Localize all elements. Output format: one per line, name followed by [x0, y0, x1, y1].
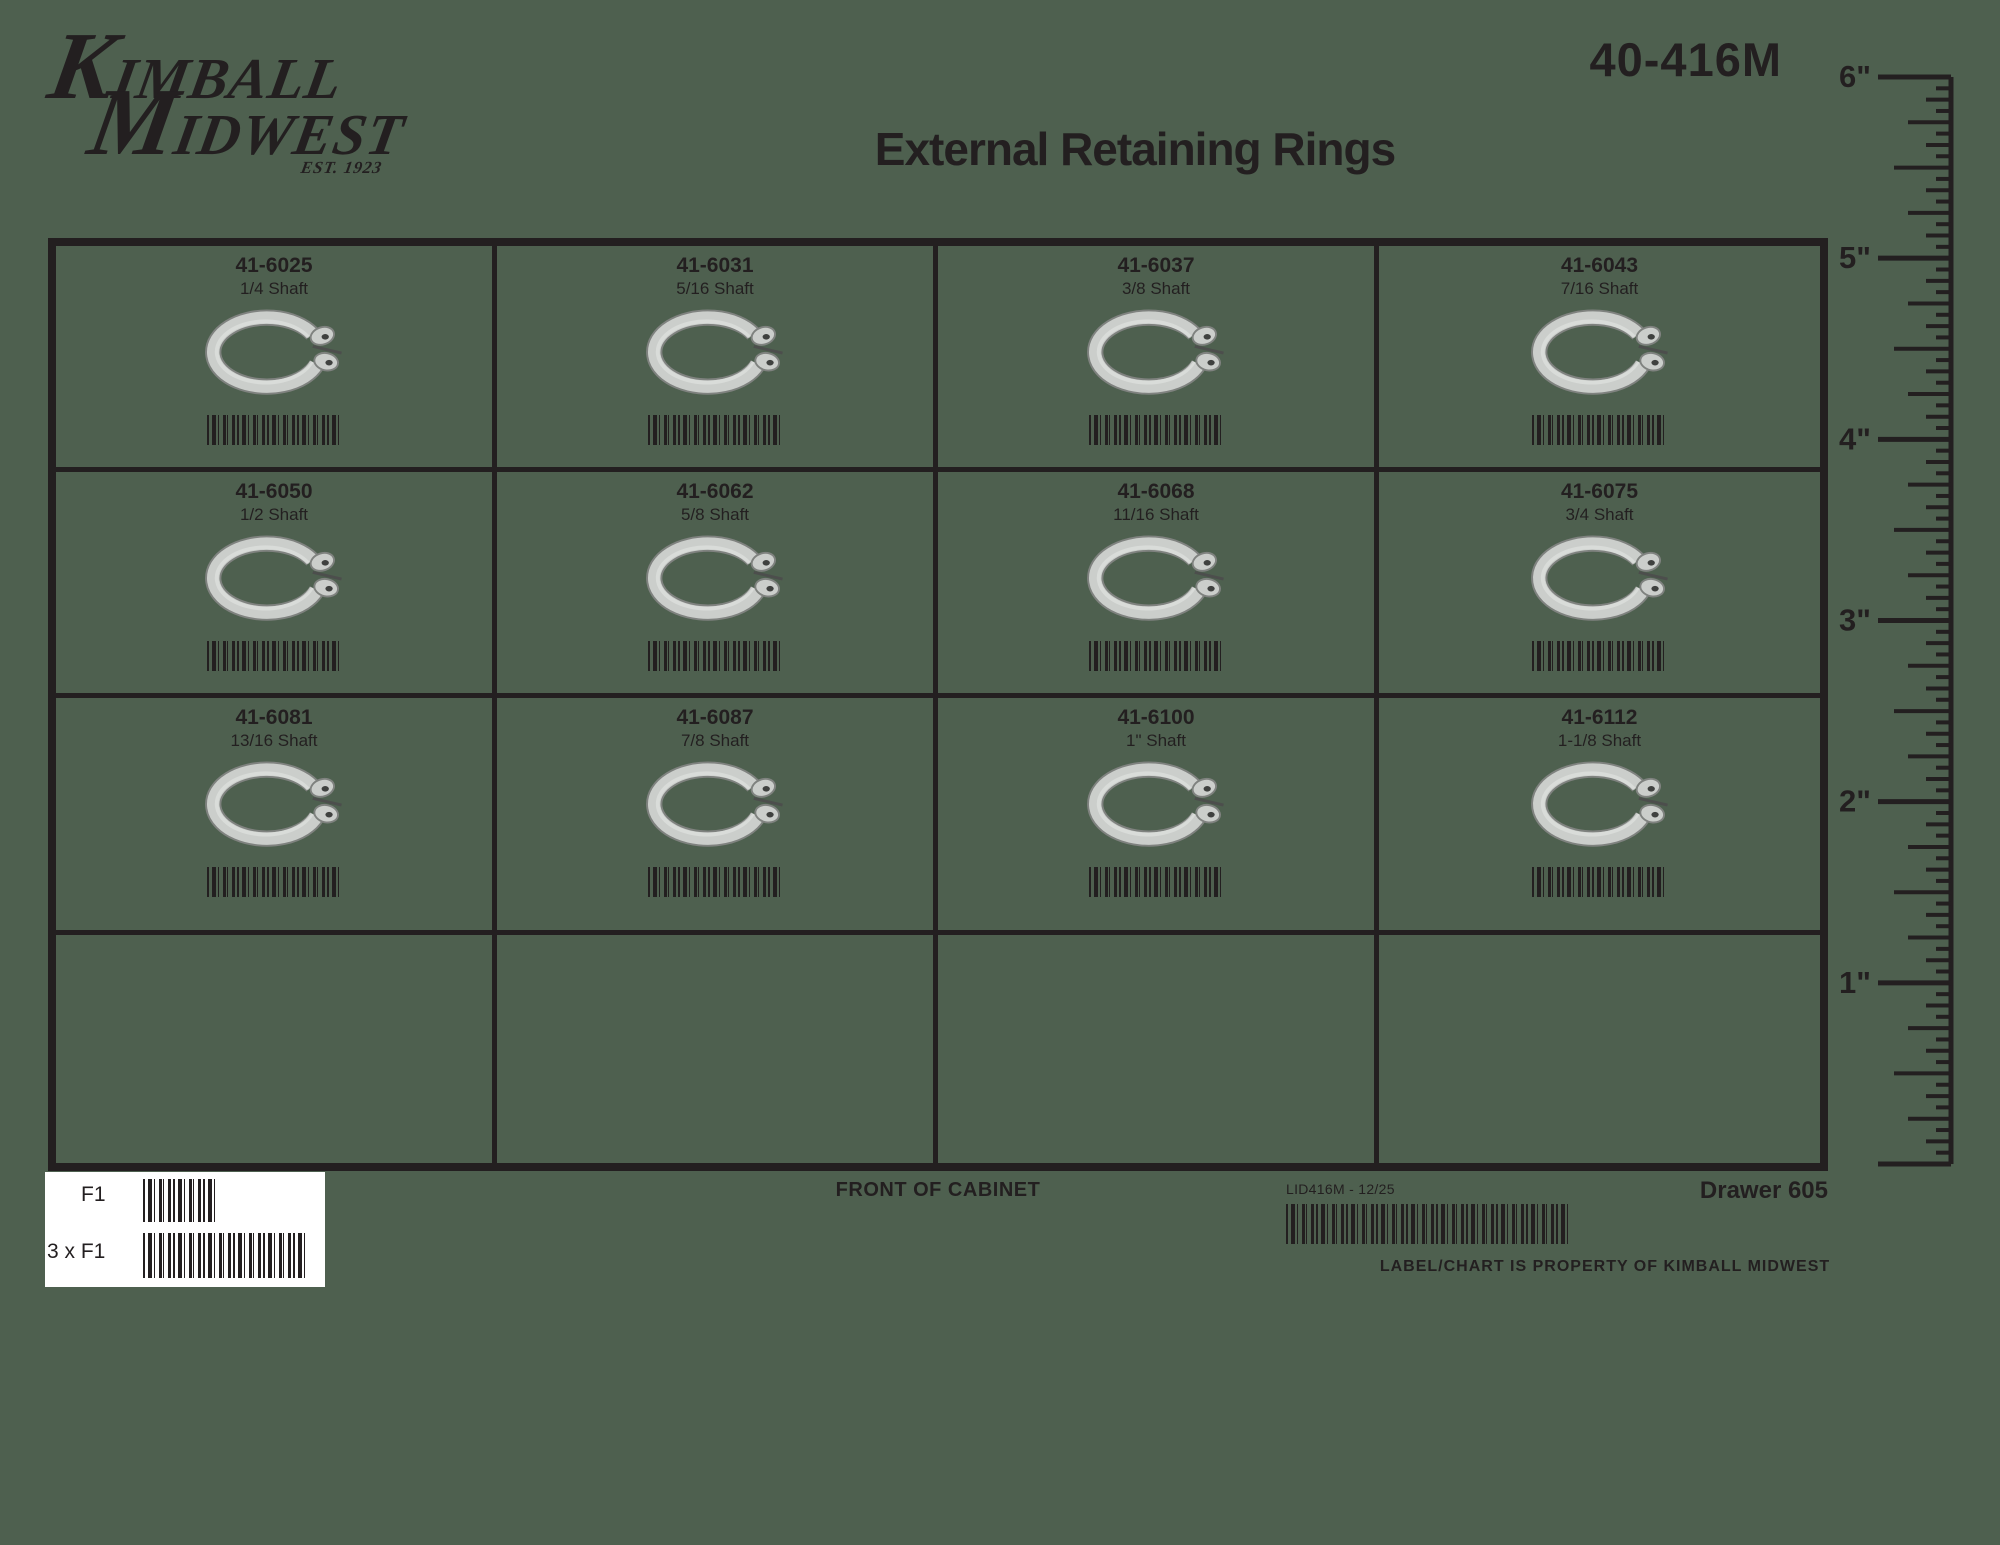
- lid-barcode: [1286, 1204, 1569, 1244]
- shaft-size: 5/8 Shaft: [680, 505, 750, 525]
- part-number: 41-6037: [1117, 254, 1195, 277]
- svg-text:5": 5": [1839, 240, 1871, 275]
- barcode: [1532, 414, 1667, 445]
- part-number: 41-6050: [235, 480, 313, 503]
- shaft-size: 5/16 Shaft: [676, 279, 754, 299]
- shaft-size: 7/8 Shaft: [680, 731, 750, 751]
- shaft-size: 11/16 Shaft: [1113, 505, 1199, 525]
- bin-cell: 41-6068 11/16 Shaft: [938, 472, 1379, 698]
- barcode: [206, 640, 342, 671]
- svg-text:4": 4": [1839, 421, 1871, 456]
- part-number: 41-6062: [676, 480, 754, 503]
- logo-est-1923: EST. 1923: [299, 158, 384, 177]
- barcode: [1532, 640, 1667, 671]
- shaft-size: 3/8 Shaft: [1121, 279, 1191, 299]
- retaining-ring-image: [1077, 759, 1235, 855]
- part-number: 41-6087: [676, 706, 754, 729]
- empty-bin-cell: [497, 935, 938, 1163]
- part-number: 41-6112: [1561, 706, 1638, 729]
- part-number: 41-6068: [1117, 480, 1195, 503]
- kimball-midwest-logo: KIMBALL MIDWEST EST. 1923: [33, 12, 425, 177]
- lid-code-label: LID416M - 12/25: [1286, 1181, 1395, 1197]
- empty-bin-cell: [56, 935, 497, 1163]
- bin-cell: 41-6025 1/4 Shaft: [56, 246, 497, 472]
- shaft-size: 1/2 Shaft: [239, 505, 309, 525]
- shaft-size: 1" Shaft: [1126, 731, 1186, 751]
- shaft-size: 1-1/8 Shaft: [1557, 731, 1642, 751]
- svg-text:6": 6": [1839, 59, 1871, 94]
- empty-bin-cell: [1379, 935, 1820, 1163]
- barcode: [1088, 640, 1224, 671]
- bin-cell: 41-6087 7/8 Shaft: [497, 698, 938, 935]
- retaining-ring-image: [636, 533, 794, 629]
- retaining-ring-image: [1521, 307, 1679, 403]
- barcode: [206, 414, 342, 445]
- bin-cell: 41-6081 13/16 Shaft: [56, 698, 497, 935]
- barcode: [1088, 414, 1224, 445]
- retaining-ring-image: [1521, 759, 1679, 855]
- property-notice: LABEL/CHART IS PROPERTY OF KIMBALL MIDWE…: [1379, 1258, 1831, 1275]
- barcode: [647, 414, 783, 445]
- bin-cell: 41-6075 3/4 Shaft: [1379, 472, 1820, 698]
- front-of-cabinet-label: FRONT OF CABINET: [835, 1179, 1041, 1201]
- drawer-number-label: Drawer 605: [1699, 1177, 1828, 1204]
- barcode: [647, 640, 783, 671]
- part-number: 41-6043: [1560, 254, 1639, 277]
- bin-cell: 41-6100 1" Shaft: [938, 698, 1379, 935]
- shaft-size: 13/16 Shaft: [230, 731, 318, 751]
- retaining-ring-image: [1077, 533, 1235, 629]
- bin-cell: 41-6043 7/16 Shaft: [1379, 246, 1820, 472]
- svg-text:1": 1": [1839, 965, 1871, 1000]
- retaining-ring-image: [636, 307, 794, 403]
- f1-barcode: [143, 1179, 219, 1222]
- part-number: 41-6075: [1560, 480, 1639, 503]
- bin-cell: 41-6031 5/16 Shaft: [497, 246, 938, 472]
- retaining-ring-image: [1521, 533, 1679, 629]
- page-title: External Retaining Rings: [874, 123, 1396, 175]
- shaft-size: 1/4 Shaft: [239, 279, 309, 299]
- bin-cell: 41-6112 1-1/8 Shaft: [1379, 698, 1820, 935]
- bin-cell: 41-6050 1/2 Shaft: [56, 472, 497, 698]
- logo-line-midwest: MIDWEST: [82, 68, 415, 175]
- barcode: [1532, 866, 1667, 897]
- part-number: 41-6025: [235, 254, 313, 277]
- part-number: 41-6031: [676, 254, 754, 277]
- f1-label: F1: [81, 1183, 106, 1206]
- part-number: 41-6081: [235, 706, 313, 729]
- svg-text:3": 3": [1839, 603, 1871, 638]
- bin-cell: 41-6037 3/8 Shaft: [938, 246, 1379, 472]
- barcode: [1088, 866, 1224, 897]
- f1-barcode-box: F1 3 x F1: [45, 1172, 325, 1287]
- barcode: [647, 866, 783, 897]
- bin-cell: 41-6062 5/8 Shaft: [497, 472, 938, 698]
- f1-quantity-barcode: [143, 1233, 309, 1278]
- retaining-ring-image: [195, 533, 353, 629]
- retaining-ring-image: [1077, 307, 1235, 403]
- assortment-part-number: 40-416M: [1589, 33, 1782, 86]
- barcode: [206, 866, 342, 897]
- bin-grid: 41-6025 1/4 Shaft 41-6031 5/16 Shaft 41-…: [48, 238, 1828, 1171]
- svg-text:2": 2": [1839, 784, 1871, 819]
- f1-quantity-label: 3 x F1: [47, 1240, 106, 1263]
- inch-ruler: 6" 5" 4" 3" 2" 1": [1839, 59, 1954, 1167]
- empty-bin-cell: [938, 935, 1379, 1163]
- retaining-ring-image: [195, 307, 353, 403]
- retaining-ring-image: [636, 759, 794, 855]
- shaft-size: 7/16 Shaft: [1560, 279, 1639, 299]
- retaining-ring-image: [195, 759, 353, 855]
- shaft-size: 3/4 Shaft: [1565, 505, 1634, 525]
- part-number: 41-6100: [1117, 706, 1195, 729]
